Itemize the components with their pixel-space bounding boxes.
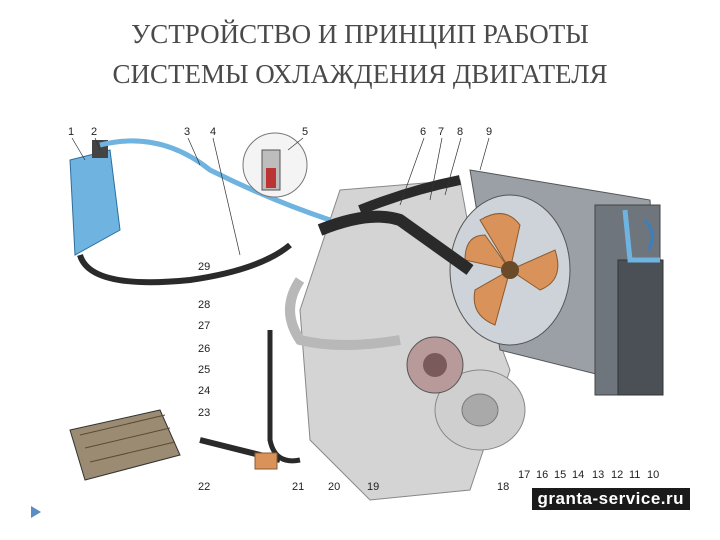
heater-core bbox=[69, 409, 181, 481]
callouts-bottom: 22 21 20 19 18 17 16 15 14 13 12 11 10 bbox=[198, 469, 659, 493]
callout-25: 25 bbox=[198, 364, 210, 376]
hoses bbox=[77, 138, 474, 464]
callout-26: 26 bbox=[198, 343, 210, 355]
callout-4: 4 bbox=[210, 126, 216, 138]
title-line-1: УСТРОЙСТВО И ПРИНЦИП РАБОТЫ bbox=[131, 19, 589, 49]
cooling-system-diagram: 1 2 3 4 5 6 7 8 9 29 28 27 26 25 24 23 2… bbox=[68, 126, 664, 501]
heater-valve bbox=[254, 452, 278, 470]
callout-14: 14 bbox=[572, 469, 584, 481]
callout-27: 27 bbox=[198, 320, 210, 332]
callout-22: 22 bbox=[198, 481, 210, 493]
expansion-tank bbox=[69, 140, 121, 256]
callouts-left: 29 28 27 26 25 24 23 bbox=[198, 261, 210, 419]
callout-8: 8 bbox=[457, 126, 463, 138]
triangle-right-icon[interactable] bbox=[30, 505, 42, 519]
callout-20: 20 bbox=[328, 481, 340, 493]
leader-lines bbox=[71, 137, 490, 256]
slide-title: УСТРОЙСТВО И ПРИНЦИП РАБОТЫ СИСТЕМЫ ОХЛА… bbox=[0, 14, 720, 94]
callout-6: 6 bbox=[420, 126, 426, 138]
title-line-2: СИСТЕМЫ ОХЛАЖДЕНИЯ ДВИГАТЕЛЯ bbox=[112, 59, 608, 89]
callout-23: 23 bbox=[198, 407, 210, 419]
callouts-top: 1 2 3 4 5 6 7 8 9 bbox=[68, 126, 492, 138]
callout-2: 2 bbox=[91, 126, 97, 138]
callout-21: 21 bbox=[292, 481, 304, 493]
callout-19: 19 bbox=[367, 481, 379, 493]
callout-3: 3 bbox=[184, 126, 190, 138]
callout-12: 12 bbox=[611, 469, 623, 481]
fan bbox=[449, 194, 571, 346]
callout-5: 5 bbox=[302, 126, 308, 138]
site-watermark: granta-service.ru bbox=[531, 488, 690, 510]
callout-7: 7 bbox=[438, 126, 444, 138]
callout-1: 1 bbox=[68, 126, 74, 138]
callout-29: 29 bbox=[198, 261, 210, 273]
callout-17: 17 bbox=[518, 469, 530, 481]
callout-9: 9 bbox=[486, 126, 492, 138]
callout-10: 10 bbox=[647, 469, 659, 481]
thermostat-inset bbox=[242, 132, 308, 198]
callout-18: 18 bbox=[497, 481, 509, 493]
callout-16: 16 bbox=[536, 469, 548, 481]
callout-15: 15 bbox=[554, 469, 566, 481]
callout-24: 24 bbox=[198, 385, 210, 397]
callout-13: 13 bbox=[592, 469, 604, 481]
callout-11: 11 bbox=[629, 469, 640, 481]
callout-28: 28 bbox=[198, 299, 210, 311]
